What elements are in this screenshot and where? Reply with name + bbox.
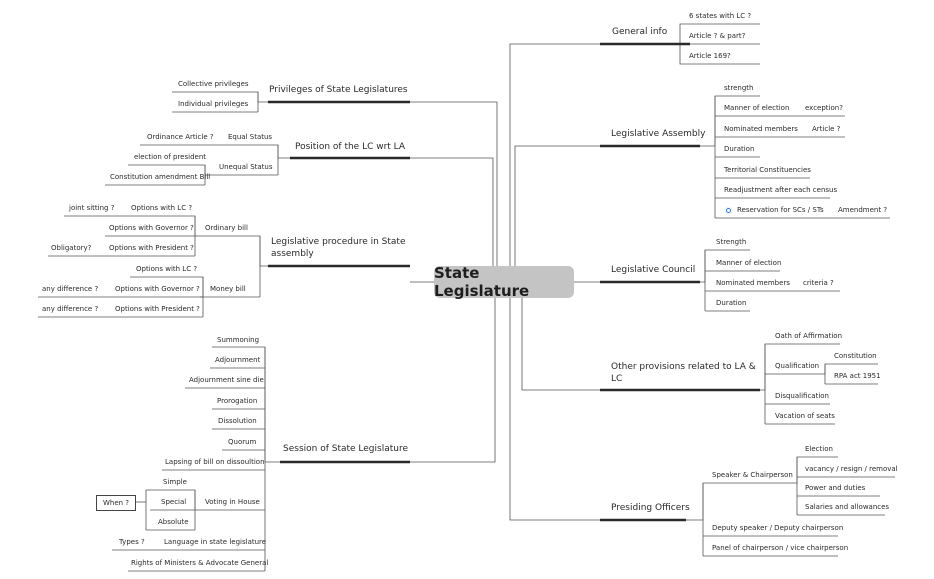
po-item[interactable]: Deputy speaker / Deputy chairperson [712,524,844,532]
session-item[interactable]: Quorum [228,438,257,446]
voting-sub-item[interactable]: Absolute [158,518,189,526]
unequal-status-sub[interactable]: election of president [134,153,207,161]
when-callout-label: When ? [102,499,130,507]
money-bill-sub[interactable]: Options with President ? [115,305,200,313]
op-item[interactable]: Disqualification [775,392,829,400]
op-item[interactable]: Oath of Affirmation [775,332,843,340]
ordinary-bill-note[interactable]: Obligatory? [51,244,92,252]
speaker-sub-item[interactable]: Election [805,445,833,453]
general-info-item[interactable]: Article ? & part? [689,32,746,40]
voting-sub-item[interactable]: Simple [163,478,187,486]
ordinary-bill-sub[interactable]: Options with Governor ? [109,224,194,232]
la-item[interactable]: Reservation for SCs / STs [737,206,824,214]
other-provisions-topic[interactable]: Other provisions related to LA & [611,362,756,372]
privileges-topic[interactable]: Privileges of State Legislatures [269,85,408,95]
speaker-sub-item[interactable]: vacancy / resign / removal [805,465,898,473]
unequal-status[interactable]: Unequal Status [219,163,273,171]
procedure-topic[interactable]: Legislative procedure in State [271,237,406,247]
la-item[interactable]: Duration [724,145,755,153]
general-info-topic[interactable]: General info [612,27,668,37]
la-sub-item[interactable]: exception? [805,104,843,112]
equal-status-sub[interactable]: Ordinance Article ? [147,133,214,141]
money-bill[interactable]: Money bill [210,285,246,293]
money-bill-note[interactable]: any difference ? [42,285,99,293]
unequal-status-sub[interactable]: Constitution amendment Bill [110,173,211,181]
privileges-item[interactable]: Collective privileges [178,80,249,88]
la-item[interactable]: strength [724,84,754,92]
general-info-item[interactable]: Article 169? [689,52,731,60]
lc-item[interactable]: Nominated members [716,279,790,287]
privileges-item[interactable]: Individual privileges [178,100,249,108]
session-item[interactable]: Dissolution [218,417,257,425]
po-item[interactable]: Speaker & Chairperson [712,471,793,479]
money-bill-sub[interactable]: Options with Governor ? [115,285,200,293]
op-item[interactable]: Qualification [775,362,820,370]
other-provisions-topic-line2[interactable]: LC [611,374,623,384]
la-item[interactable]: Nominated members [724,125,798,133]
la-item[interactable]: Territorial Constituencies [724,166,811,174]
when-callout[interactable]: When ? [96,495,136,511]
info-icon[interactable] [725,207,732,214]
position-topic[interactable]: Position of the LC wrt LA [295,142,406,152]
session-item[interactable]: Rights of Ministers & Advocate General [131,559,269,567]
session-item[interactable]: Adjournment [215,356,261,364]
lc-item[interactable]: Strength [716,238,747,246]
la-item[interactable]: Readjustment after each census [724,186,838,194]
session-item[interactable]: Language in state legislature [164,538,267,546]
money-bill-note[interactable]: any difference ? [42,305,99,313]
speaker-sub-item[interactable]: Salaries and allowances [805,503,890,511]
speaker-sub-item[interactable]: Power and duties [805,484,866,492]
po-item[interactable]: Panel of chairperson / vice chairperson [712,544,849,552]
ordinary-bill[interactable]: Ordinary bill [205,224,248,232]
session-item[interactable]: Summoning [217,336,260,344]
legislative-assembly-topic[interactable]: Legislative Assembly [611,129,706,139]
lc-sub-item[interactable]: criteria ? [803,279,834,287]
central-topic-label: State Legislature [434,264,530,300]
language-note[interactable]: Types ? [119,538,145,546]
voting-sub-item[interactable]: Special [161,498,187,506]
lc-item[interactable]: Duration [716,299,747,307]
session-item[interactable]: Adjournment sine die [189,376,264,384]
procedure-topic-line2[interactable]: assembly [271,249,314,259]
session-item[interactable]: Lapsing of bill on dissoultion [165,458,265,466]
voting-in-house[interactable]: Voting in House [205,498,260,506]
la-item[interactable]: Manner of election [724,104,790,112]
qualification-sub-item[interactable]: Constitution [834,352,877,360]
la-sub-item[interactable]: Article ? [812,125,841,133]
op-item[interactable]: Vacation of seats [775,412,835,420]
lc-item[interactable]: Manner of election [716,259,782,267]
ordinary-bill-sub[interactable]: Options with LC ? [131,204,193,212]
session-item[interactable]: Prorogation [217,397,258,405]
general-info-item[interactable]: 6 states with LC ? [689,12,752,20]
equal-status[interactable]: Equal Status [228,133,273,141]
qualification-sub-item[interactable]: RPA act 1951 [834,372,881,380]
legislative-council-topic[interactable]: Legislative Council [611,265,696,275]
central-topic[interactable]: State Legislature [434,264,574,300]
ordinary-bill-note[interactable]: joint sitting ? [69,204,115,212]
la-sub-item[interactable]: Amendment ? [838,206,888,214]
session-topic[interactable]: Session of State Legislature [283,444,409,454]
money-bill-sub[interactable]: Options with LC ? [136,265,198,273]
ordinary-bill-sub[interactable]: Options with President ? [109,244,194,252]
presiding-officers-topic[interactable]: Presiding Officers [611,503,690,513]
